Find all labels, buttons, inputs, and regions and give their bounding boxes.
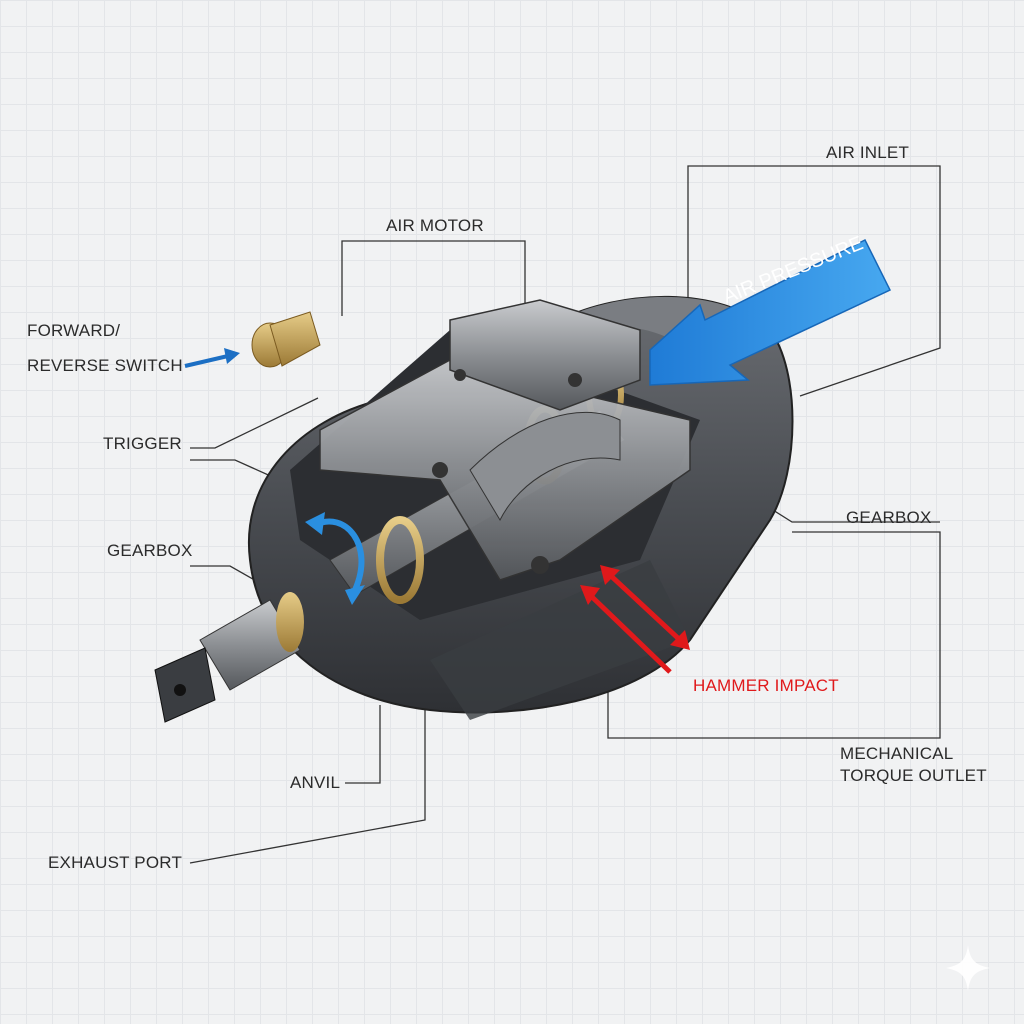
leader-torque-outlet [607,531,941,739]
label-gearbox-right: GEARBOX [846,508,932,527]
leader-trigger-2 [190,459,276,479]
sparkle-icon [946,945,990,991]
label-forward-reverse-1: FORWARD/ [27,321,121,340]
leader-air-motor [341,240,526,326]
switch-part [251,311,321,368]
hammer-impact-arrows [580,565,690,674]
label-air-motor: AIR MOTOR [386,216,484,235]
label-torque-outlet-1: MECHANICAL [840,744,954,763]
switch-pointer-arrow [184,348,240,368]
leader-exhaust [189,695,426,864]
label-anvil: ANVIL [290,773,341,792]
label-air-inlet: AIR INLET [826,143,910,162]
label-hammer-impact: HAMMER IMPACT [693,676,839,695]
leader-air-inlet [687,165,941,397]
rotation-arrow [313,518,365,592]
leader-trigger [190,397,319,449]
label-gearbox-left: GEARBOX [107,541,193,560]
air-pressure-arrow [649,238,892,386]
label-exhaust-port: EXHAUST PORT [48,853,183,872]
leader-gearbox-left [190,565,259,583]
label-forward-reverse-2: REVERSE SWITCH [27,356,183,375]
leader-anvil [345,705,381,784]
label-trigger: TRIGGER [103,434,182,453]
label-torque-outlet-2: TORQUE OUTLET [840,766,987,785]
